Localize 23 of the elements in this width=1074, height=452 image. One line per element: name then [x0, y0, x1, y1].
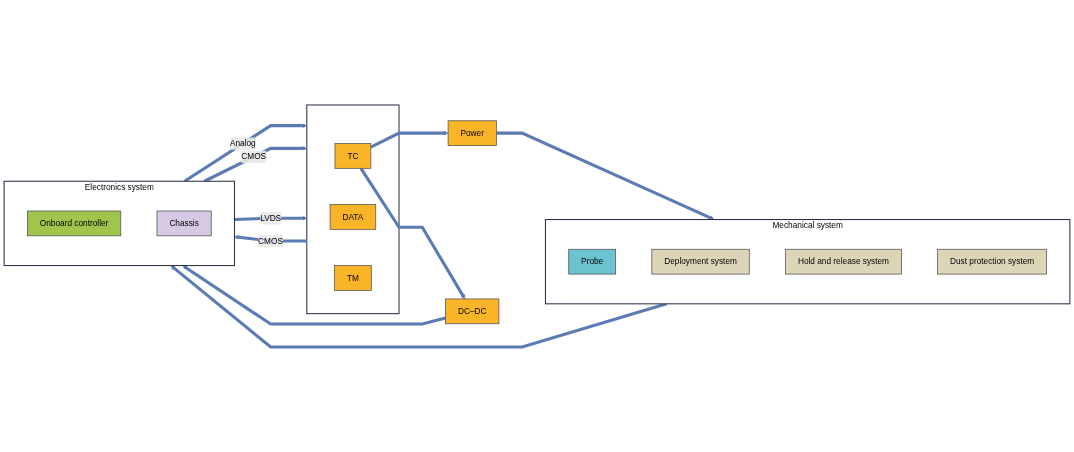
- node-box: Probe: [568, 248, 616, 275]
- node-box: TC: [334, 143, 372, 169]
- node-box: Deployment system: [651, 248, 750, 275]
- arrow: [182, 265, 446, 326]
- arrow: [203, 146, 307, 183]
- node-box: Power: [447, 120, 497, 146]
- node-box: Dust protection system: [937, 248, 1047, 275]
- edge-label: LVDS: [260, 213, 282, 223]
- arrow: [359, 167, 466, 300]
- node-box: Onboard controller: [27, 210, 122, 237]
- node-box: Chassis: [156, 210, 212, 237]
- node-box: DC–DC: [445, 298, 500, 325]
- arrow: [170, 265, 668, 349]
- edge-label: CMOS: [258, 236, 283, 246]
- arrow: [370, 130, 449, 149]
- arrow: [183, 123, 307, 183]
- node-box: DATA: [329, 204, 377, 230]
- node-box: Hold and release system: [785, 248, 902, 275]
- node-box: TM: [334, 265, 372, 291]
- edge-label: Analog: [229, 139, 256, 148]
- arrow: [496, 131, 715, 221]
- edge-label: CMOS: [241, 152, 267, 161]
- cluster: [306, 104, 400, 315]
